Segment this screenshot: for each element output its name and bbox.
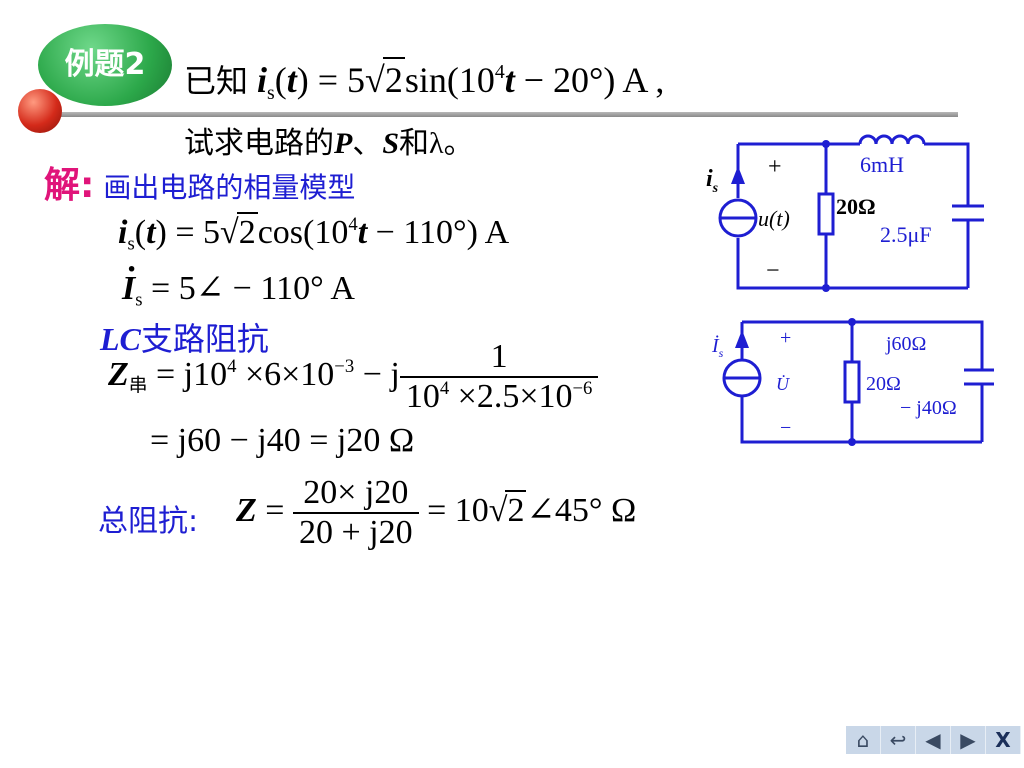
home-icon[interactable]: ⌂ [846,726,881,754]
top-inductor-label: 6mH [860,152,904,177]
given-equation: 已知 is(t) = 5√2sin(104t − 20°) A , [184,56,664,105]
lc-label-text: 支路阻抗 [140,320,269,358]
phasor-circuit: İs + U̇ − 20Ω j60Ω − j40Ω [711,318,994,446]
title-divider [50,112,958,117]
question-p: P [334,127,353,160]
phasor-equation: Is = 5∠ − 110° A [122,251,355,312]
bottom-plus: + [780,327,791,349]
bottom-inductor-label: j60Ω [885,333,926,355]
top-capacitor-label: 2.5μF [880,222,932,247]
example-badge-label: 例题2 [64,47,146,82]
jie-label: 解: [44,165,95,206]
svg-text:is: is [706,166,719,196]
close-icon[interactable]: X [986,726,1021,754]
cos-equation: is(t) = 5√2cos(104t − 110°) A [118,212,510,255]
question-end: 。 [443,126,474,161]
question-and: 和 [399,126,430,161]
lc-branch-label: LC支路阻抗 [100,314,269,360]
bottom-minus: − [780,417,791,439]
bottom-resistor-label: 20Ω [866,373,901,395]
question-line: 试求电路的P、S和λ。 [184,118,474,162]
question-sep: 、 [352,126,383,161]
time-domain-circuit: is + u(t) − 20Ω 6mH 2.5μF [706,134,984,292]
prev-icon[interactable]: ◀ [916,726,951,754]
solution-label: 解: 画出电路的相量模型 [44,156,355,208]
red-ball-icon [18,89,62,133]
lc-label-it: LC [100,321,141,357]
chuan-subscript: 串 [128,375,148,397]
top-minus: − [766,258,780,284]
bottom-voltage: U̇ [776,373,790,394]
top-voltage: u(t) [758,206,790,231]
bottom-capacitor-label: − j40Ω [900,397,957,419]
next-icon[interactable]: ▶ [951,726,986,754]
question-s: S [382,127,400,160]
example-badge: 例题2 [38,24,172,106]
given-prefix: 已知 [184,62,249,100]
svg-text:İs: İs [711,334,724,360]
top-resistor-label: 20Ω [836,194,876,219]
nav-bar: ⌂↩◀▶X [846,726,1021,754]
step1-text: 画出电路的相量模型 [103,171,356,204]
return-icon[interactable]: ↩ [881,726,916,754]
total-impedance-label: 总阻抗: [98,504,199,539]
z-series-result: = j60 − j40 = j20 Ω [150,422,415,459]
top-plus: + [768,154,782,180]
question-lambda: λ [429,127,444,160]
question-prefix: 试求电路的 [184,126,334,161]
